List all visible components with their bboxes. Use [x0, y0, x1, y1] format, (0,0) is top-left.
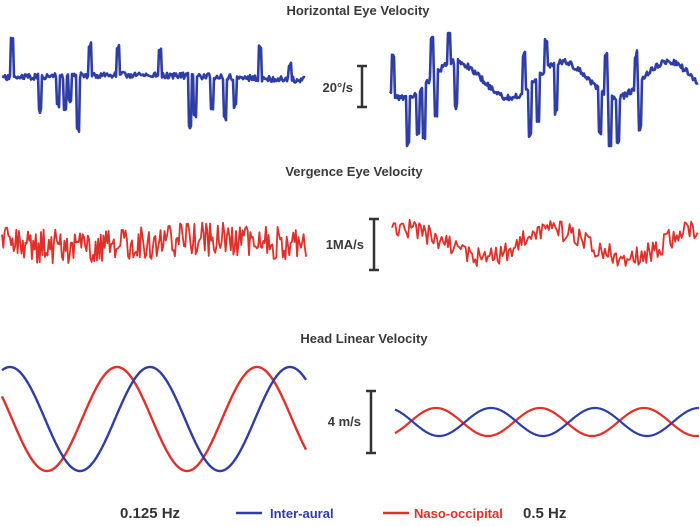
- series-line-head-naso-occipital-left: [0, 365, 308, 473]
- legend-label-inter-aural: Inter-aural: [270, 506, 334, 521]
- series-line-head-inter-aural-right: [394, 406, 700, 438]
- series-line-vergence-right: [391, 218, 699, 267]
- legend-label-naso-occipital: Naso-occipital: [414, 506, 503, 521]
- title-head: Head Linear Velocity: [300, 331, 428, 346]
- title-horizontal: Horizontal Eye Velocity: [286, 3, 430, 18]
- scale-label-horizontal: 20°/s: [322, 80, 353, 95]
- series-line-head-inter-aural-left: [1, 365, 307, 473]
- freq-label-right: 0.5 Hz: [523, 505, 566, 522]
- series-line-horizontal-left: [1, 36, 306, 133]
- trace-horizontal-0125hz: [1, 36, 306, 133]
- scale-bar-horizontal: [357, 64, 367, 109]
- scale-label-vergence: 1MA/s: [326, 237, 364, 252]
- legend: Inter-aural Naso-occipital: [236, 506, 503, 521]
- scale-bar-vergence: [369, 217, 379, 272]
- series-line-vergence-left: [1, 221, 308, 265]
- trace-vergence-05hz: [391, 218, 699, 267]
- trace-vergence-0125hz: [1, 221, 308, 265]
- series-line-head-naso-occipital-right: [394, 406, 700, 438]
- scale-label-head: 4 m/s: [328, 414, 361, 429]
- series-line-horizontal-right: [388, 31, 699, 148]
- trace-horizontal-05hz: [388, 31, 699, 148]
- freq-label-left: 0.125 Hz: [120, 505, 180, 522]
- scale-bar-head: [366, 389, 376, 455]
- trace-head-05hz: [394, 406, 700, 438]
- trace-head-0125hz: [0, 365, 308, 473]
- title-vergence: Vergence Eye Velocity: [285, 164, 423, 179]
